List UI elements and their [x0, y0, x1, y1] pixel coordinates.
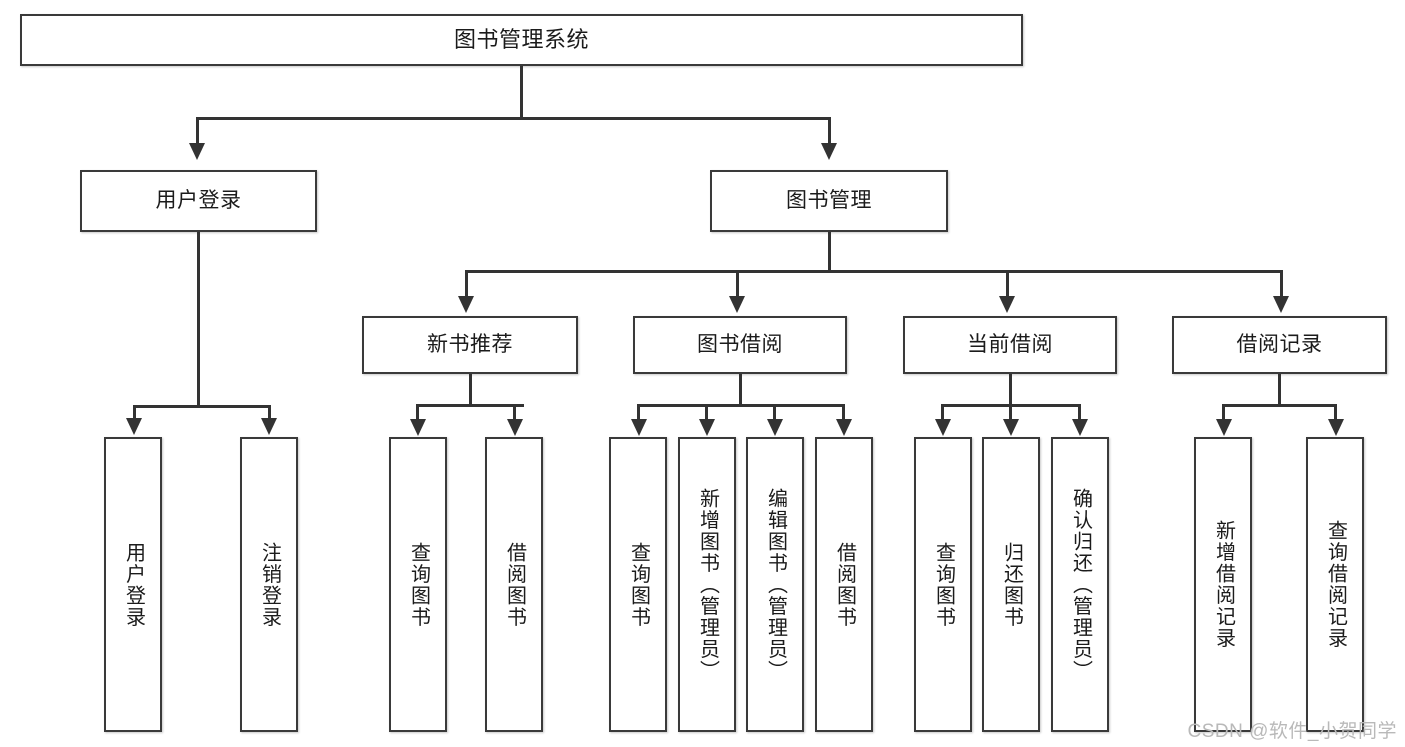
node-label: 新书推荐 [427, 333, 513, 357]
node-user-login[interactable]: 用户登录 [80, 170, 317, 232]
leaf-label: 借阅图书 [503, 541, 526, 628]
arrow-to-current-borrow [999, 296, 1015, 313]
arrow-current-leaf-3 [1072, 419, 1088, 436]
edge-recommend-drop-1 [416, 404, 419, 420]
arrow-borrow-leaf-1 [631, 419, 647, 436]
edge-borrow-drop-4 [842, 404, 845, 420]
node-book-borrow[interactable]: 图书借阅 [633, 316, 847, 374]
edge-user-login-drop-2 [268, 405, 271, 420]
edge-user-login-drop-1 [133, 405, 136, 420]
leaf-borrow-edit-book[interactable]: 编辑图书（管理员） [746, 437, 804, 732]
leaf-label: 查询图书 [407, 541, 430, 628]
edge-book-mgmt-drop-1 [465, 270, 468, 298]
arrow-record-leaf-2 [1328, 419, 1344, 436]
leaf-label: 查询借阅记录 [1324, 520, 1347, 649]
node-label: 借阅记录 [1236, 333, 1323, 357]
leaf-label: 借阅图书 [833, 541, 856, 628]
leaf-recommend-query-book[interactable]: 查询图书 [389, 437, 447, 732]
leaf-label: 新增图书（管理员） [696, 487, 719, 682]
leaf-record-add-record[interactable]: 新增借阅记录 [1194, 437, 1252, 732]
arrow-current-leaf-1 [935, 419, 951, 436]
leaf-label: 用户登录 [122, 541, 145, 628]
leaf-current-confirm-return[interactable]: 确认归还（管理员） [1051, 437, 1109, 732]
leaf-label: 编辑图书（管理员） [764, 487, 787, 682]
arrow-to-user-login [189, 143, 205, 160]
node-current-borrow[interactable]: 当前借阅 [903, 316, 1117, 374]
edge-current-drop-3 [1078, 404, 1081, 420]
arrow-borrow-leaf-3 [767, 419, 783, 436]
leaf-borrow-borrow-book[interactable]: 借阅图书 [815, 437, 873, 732]
edge-book-mgmt-drop-4 [1280, 270, 1283, 298]
watermark-text: CSDN @软件_小贺同学 [1187, 721, 1397, 742]
arrow-user-login-leaf-2 [261, 418, 277, 435]
leaf-current-query-book[interactable]: 查询图书 [914, 437, 972, 732]
edge-record-bar [1222, 404, 1336, 407]
edge-user-login-bar [133, 405, 270, 408]
edge-root-bar [196, 117, 831, 120]
arrow-to-book-mgmt [821, 143, 837, 160]
edge-borrow-bar [637, 404, 844, 407]
arrow-record-leaf-1 [1216, 419, 1232, 436]
arrow-to-book-borrow [729, 296, 745, 313]
arrow-user-login-leaf-1 [126, 418, 142, 435]
node-label: 当前借阅 [967, 333, 1053, 357]
leaf-recommend-borrow-book[interactable]: 借阅图书 [485, 437, 543, 732]
arrow-borrow-leaf-2 [699, 419, 715, 436]
edge-borrow-stem [739, 374, 742, 406]
arrow-borrow-leaf-4 [836, 419, 852, 436]
arrow-recommend-leaf-1 [410, 419, 426, 436]
leaf-record-query-record[interactable]: 查询借阅记录 [1306, 437, 1364, 732]
edge-current-drop-1 [941, 404, 944, 420]
edge-recommend-bar [416, 404, 524, 407]
node-borrow-record[interactable]: 借阅记录 [1172, 316, 1387, 374]
leaf-label: 新增借阅记录 [1212, 520, 1235, 649]
edge-root-to-user-login [196, 117, 199, 145]
edge-book-mgmt-stem [828, 232, 831, 272]
leaf-label: 查询图书 [932, 541, 955, 628]
edge-recommend-drop-2 [513, 404, 516, 420]
arrow-current-leaf-2 [1003, 419, 1019, 436]
leaf-label: 注销登录 [258, 541, 281, 628]
leaf-borrow-query-book[interactable]: 查询图书 [609, 437, 667, 732]
edge-book-mgmt-drop-3 [1006, 270, 1009, 298]
leaf-label: 确认归还（管理员） [1069, 487, 1092, 682]
node-label: 图书管理 [786, 189, 872, 213]
node-label: 图书管理系统 [453, 26, 589, 52]
node-label: 用户登录 [155, 189, 242, 213]
leaf-current-return-book[interactable]: 归还图书 [982, 437, 1040, 732]
node-new-book-recommend[interactable]: 新书推荐 [362, 316, 578, 374]
leaf-label: 归还图书 [1000, 541, 1023, 628]
edge-recommend-stem [469, 374, 472, 406]
edge-user-login-stem [197, 232, 200, 407]
leaf-borrow-add-book[interactable]: 新增图书（管理员） [678, 437, 736, 732]
arrow-to-borrow-record [1273, 296, 1289, 313]
edge-current-drop-2 [1009, 404, 1012, 420]
edge-root-to-book-mgmt [828, 117, 831, 145]
edge-borrow-drop-1 [637, 404, 640, 420]
edge-borrow-drop-2 [705, 404, 708, 420]
edge-record-stem [1278, 374, 1281, 406]
edge-book-mgmt-bar [465, 270, 1282, 273]
node-root-system[interactable]: 图书管理系统 [20, 14, 1023, 66]
edge-borrow-drop-3 [773, 404, 776, 420]
node-label: 图书借阅 [697, 333, 783, 357]
leaf-user-login-logout[interactable]: 注销登录 [240, 437, 298, 732]
leaf-label: 查询图书 [627, 541, 650, 628]
arrow-recommend-leaf-2 [507, 419, 523, 436]
arrow-to-new-book-recommend [458, 296, 474, 313]
edge-record-drop-2 [1334, 404, 1337, 420]
node-book-management[interactable]: 图书管理 [710, 170, 948, 232]
edge-root-stem [520, 66, 523, 118]
leaf-user-login-login[interactable]: 用户登录 [104, 437, 162, 732]
edge-current-stem [1009, 374, 1012, 406]
edge-book-mgmt-drop-2 [736, 270, 739, 298]
edge-record-drop-1 [1222, 404, 1225, 420]
